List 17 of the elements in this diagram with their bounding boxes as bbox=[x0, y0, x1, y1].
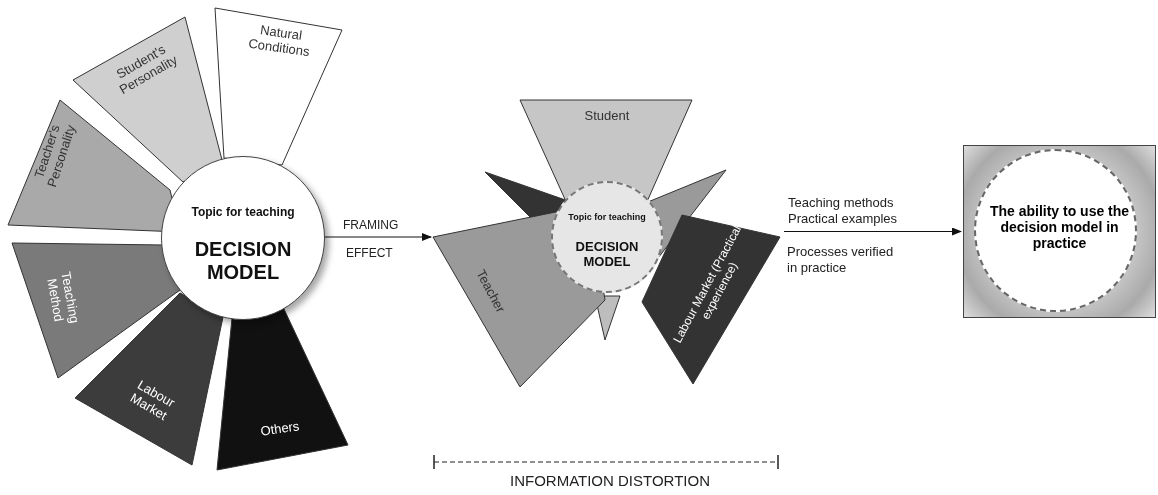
edge-label: Teaching methods Practical examples bbox=[788, 195, 899, 227]
wedge-label: Natural Conditions bbox=[246, 21, 312, 62]
edge-label: FRAMING bbox=[343, 217, 400, 232]
wedge-label: Student bbox=[583, 109, 631, 124]
wedge-label: Others bbox=[258, 417, 302, 441]
result-text: The ability to use the decision model in practice bbox=[988, 202, 1131, 251]
arrow bbox=[324, 233, 432, 241]
caption-text: INFORMATION DISTORTION bbox=[509, 472, 711, 490]
circle-subtitle: Topic for teaching bbox=[568, 211, 646, 223]
result-box bbox=[963, 145, 1156, 318]
wedge-label: Teaching Method bbox=[43, 269, 83, 327]
arrow bbox=[783, 227, 962, 236]
annotation-text: EFFECT bbox=[346, 246, 394, 261]
circle-subtitle: Topic for teaching bbox=[191, 206, 295, 220]
circle-title: DECISION MODEL bbox=[574, 240, 640, 270]
circle-title: DECISION MODEL bbox=[193, 238, 293, 284]
annotation-text: Processes verified in practice bbox=[787, 244, 895, 276]
